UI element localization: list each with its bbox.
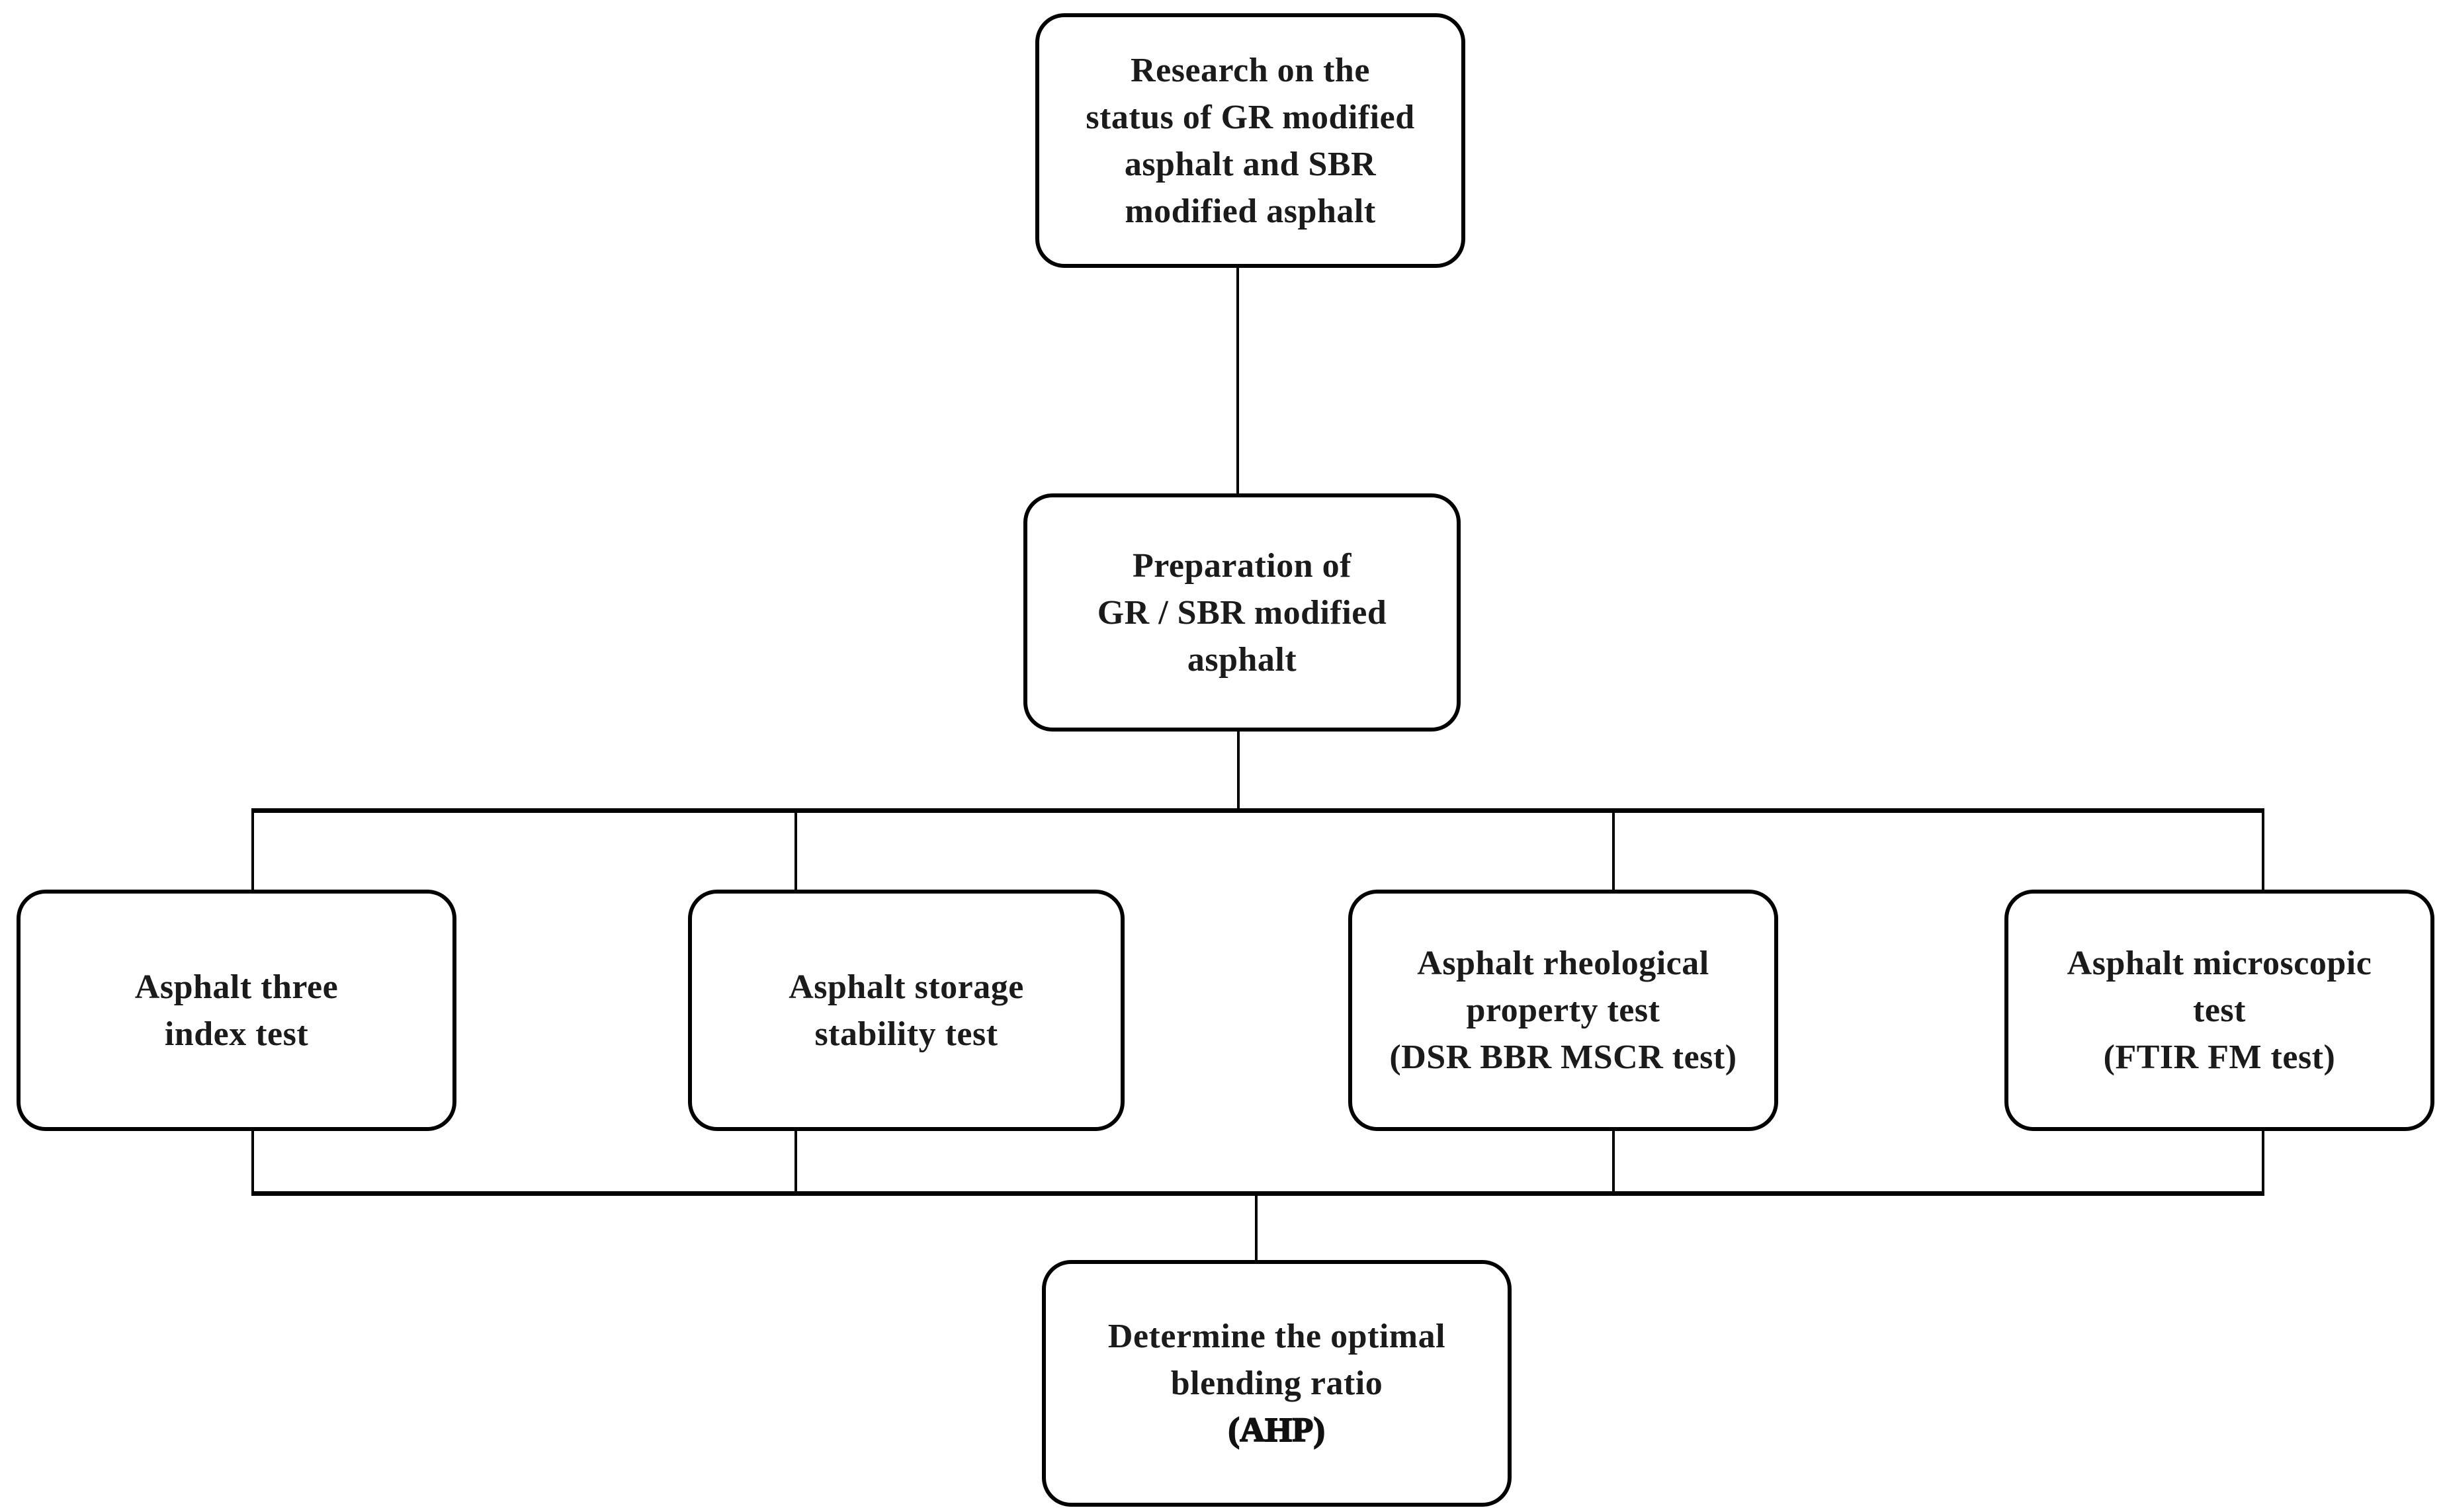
drop-to-storage: [794, 808, 797, 893]
node-storage-stability-test: Asphalt storage stability test: [688, 890, 1125, 1131]
node-preparation: Preparation of GR / SBR modified asphalt: [1023, 493, 1461, 732]
distribution-line: [251, 808, 2264, 813]
drop-from-storage: [794, 1128, 797, 1194]
node-label: Research on the status of GR modified as…: [1086, 51, 1415, 230]
node-label: Asphalt storage stability test: [789, 968, 1024, 1053]
drop-from-rheological: [1612, 1128, 1615, 1194]
drop-to-three-index: [251, 808, 254, 893]
collection-line: [251, 1191, 2264, 1196]
node-label: Asphalt rheological property test (DSR B…: [1389, 945, 1737, 1076]
connector-collection-to-determine: [1255, 1193, 1258, 1262]
connector-preparation-to-distribution: [1237, 730, 1240, 811]
node-determine-optimal-ratio: Determine the optimal blending ratio (AH…: [1042, 1260, 1512, 1507]
node-rheological-property-test: Asphalt rheological property test (DSR B…: [1348, 890, 1778, 1131]
node-label-emphasis: (AHP): [1228, 1411, 1326, 1450]
node-microscopic-test: Asphalt microscopic test (FTIR FM test): [2004, 890, 2434, 1131]
node-three-index-test: Asphalt three index test: [17, 890, 456, 1131]
drop-from-microscopic: [2262, 1128, 2264, 1194]
node-research-status: Research on the status of GR modified as…: [1035, 13, 1465, 268]
node-label: Asphalt microscopic test (FTIR FM test): [2067, 945, 2372, 1076]
node-label: Asphalt three index test: [134, 968, 339, 1053]
drop-to-microscopic: [2262, 808, 2264, 893]
node-label: Determine the optimal blending ratio: [1107, 1318, 1446, 1402]
connector-research-to-preparation: [1236, 267, 1239, 496]
node-label: Preparation of GR / SBR modified asphalt: [1097, 546, 1387, 679]
drop-from-three-index: [251, 1128, 254, 1194]
drop-to-rheological: [1612, 808, 1615, 893]
